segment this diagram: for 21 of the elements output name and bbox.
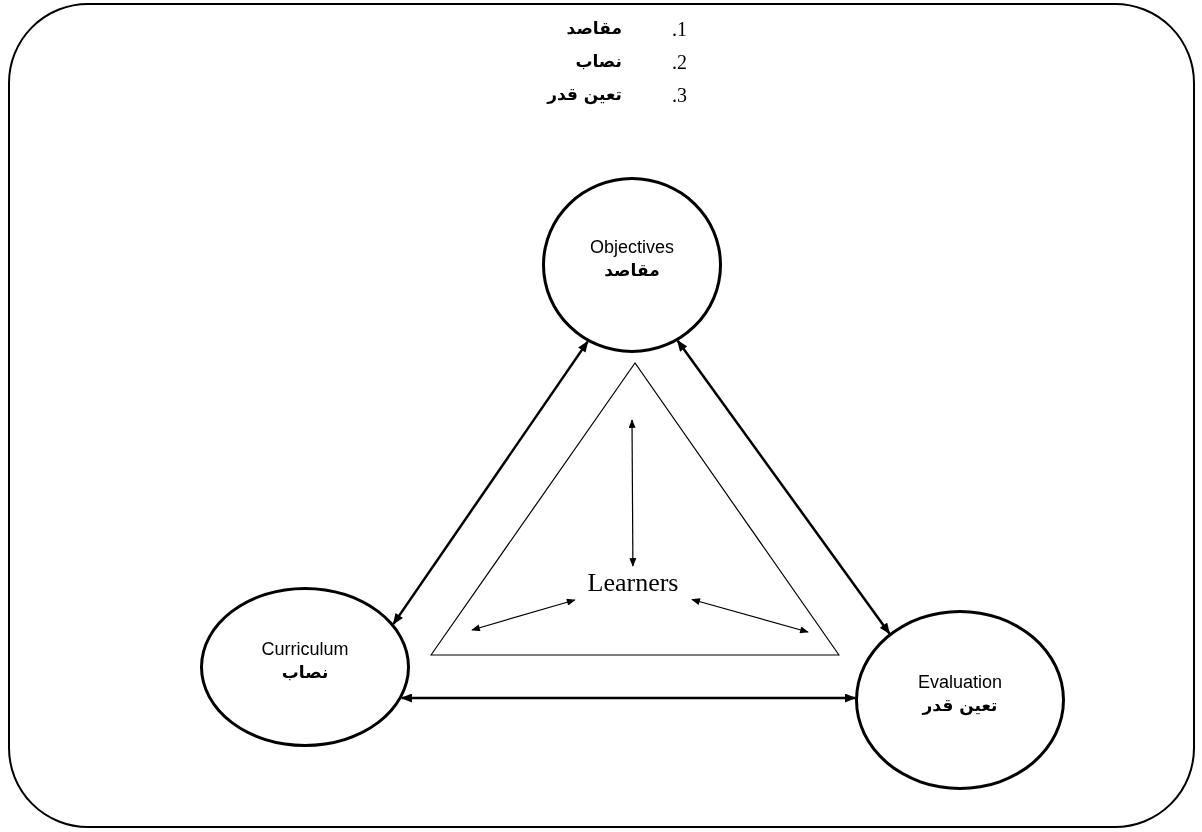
list-number: 1. [672,18,687,41]
double-headed-arrow [628,419,637,567]
list-item-text: تعین قدر [547,84,622,104]
double-headed-arrow [676,339,891,635]
node-label: Learners [574,566,692,600]
double-headed-arrow [691,598,809,634]
list-item-text: نصاب [575,51,622,71]
triangle-shape [430,362,840,656]
node-title: Objectives [589,236,674,258]
list-number: 2. [672,51,687,74]
node-title: Curriculum [261,638,349,660]
node-subtitle: نصاب [281,661,329,682]
list-item-text: مقاصد [566,18,622,38]
double-headed-arrow [392,340,589,625]
node-subtitle: مقاصد [604,259,660,280]
list-number: 3. [672,84,687,107]
double-headed-arrow [400,693,857,703]
frame-border [8,3,1195,828]
node-title: Evaluation [917,671,1003,693]
node-subtitle: تعین قدر [922,694,998,715]
double-headed-arrow [471,598,576,632]
